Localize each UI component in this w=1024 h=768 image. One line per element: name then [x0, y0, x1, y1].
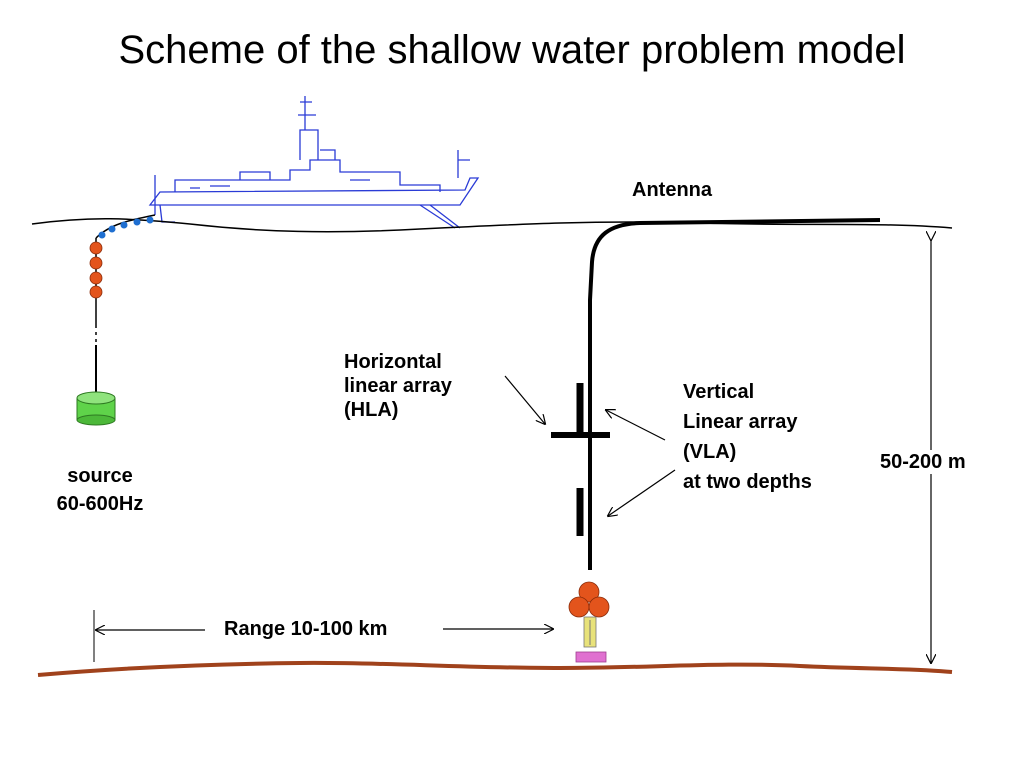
- vla-label-line: at two depths: [683, 471, 812, 493]
- antenna-cable: [588, 218, 881, 570]
- mooring-floats: [568, 581, 610, 618]
- page-title: Scheme of the shallow water problem mode…: [118, 28, 906, 72]
- vla-label: Vertical Linear array (VLA) at two depth…: [683, 377, 812, 497]
- source-label-line: 60-600Hz: [56, 493, 144, 515]
- antenna-label: Antenna: [632, 179, 712, 201]
- vla-lower-pointer-arrow: [608, 469, 676, 516]
- tow-cable: [95, 214, 156, 392]
- sea-bed: [37, 660, 953, 677]
- vla-label-line: Linear array: [683, 411, 798, 433]
- source-label: source 60-600Hz: [40, 462, 160, 518]
- float-buoys: [89, 241, 103, 299]
- research-ship: [118, 90, 480, 240]
- hla-label-line: Horizontal: [344, 351, 442, 373]
- range-label: Range 10-100 km: [224, 618, 388, 640]
- source-label-line: source: [67, 465, 133, 487]
- hla-label: Horizontal linear array (HLA): [344, 350, 452, 422]
- vla-label-line: Vertical: [683, 381, 755, 403]
- vla-upper-pointer-arrow: [606, 410, 666, 441]
- depth-label: 50-200 m: [878, 450, 968, 474]
- sea-surface: [31, 217, 953, 233]
- hla-label-line: (HLA): [344, 399, 399, 421]
- anchor-release: [575, 616, 607, 663]
- hla-label-line: linear array: [344, 375, 452, 397]
- hla-pointer-arrow: [504, 375, 545, 424]
- sound-source: [76, 391, 116, 426]
- vla-label-line: (VLA): [683, 441, 737, 463]
